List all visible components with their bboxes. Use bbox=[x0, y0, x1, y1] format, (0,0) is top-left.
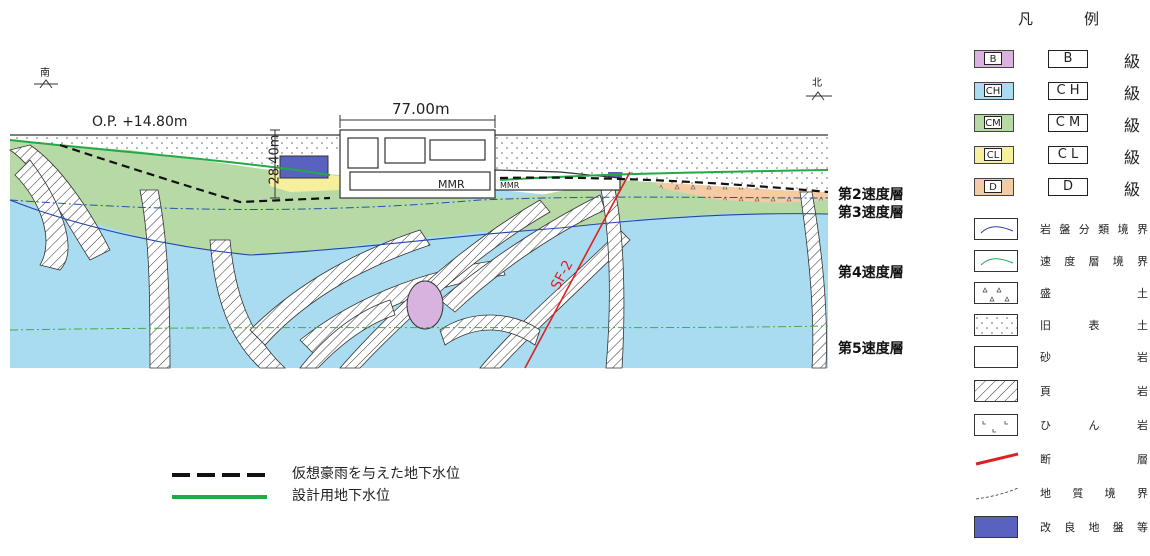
grade-swatch-letter: CH bbox=[984, 84, 1002, 97]
grade-swatch: B bbox=[974, 50, 1014, 68]
legend-title-left: 凡 bbox=[1018, 10, 1034, 28]
legend-grade-cm: CM C M 級 bbox=[974, 112, 1144, 135]
grade-swatch-letter: CM bbox=[984, 116, 1002, 129]
legend-improved-ground: 改良地盤等 bbox=[974, 516, 1150, 540]
cross-section-drawing bbox=[9, 79, 832, 369]
width-dimension-label: 77.00m bbox=[392, 100, 450, 118]
legend-symbol-label: 地質境界 bbox=[1040, 487, 1148, 500]
improved-ground-small bbox=[608, 172, 622, 180]
velocity-layer-5-label: 第5速度層 bbox=[838, 341, 904, 357]
grade-swatch-letter: B bbox=[984, 52, 1002, 65]
fill-swatch bbox=[974, 282, 1018, 304]
legend-symbol-label: 岩盤分類境界 bbox=[1040, 223, 1148, 236]
legend-symbol-label: 砂岩 bbox=[1040, 351, 1148, 364]
legend-grade-d: D D 級 bbox=[974, 176, 1144, 199]
legend-velocity-layer-boundary: 速度層境界 bbox=[974, 250, 1150, 274]
velocity-boundary-swatch bbox=[974, 250, 1018, 272]
grade-suffix: 級 bbox=[1124, 180, 1141, 199]
rock-class-boundary-swatch bbox=[974, 218, 1018, 240]
legend-symbol-label: 頁岩 bbox=[1040, 385, 1148, 398]
grade-swatch-letter: D bbox=[984, 180, 1002, 193]
legend-symbol-label: 改良地盤等 bbox=[1040, 521, 1148, 534]
legend-grade-ch: CH C H 級 bbox=[974, 80, 1144, 103]
elevation-label: O.P. +14.80m bbox=[92, 114, 188, 130]
legend-geologic-boundary: 地質境界 bbox=[974, 482, 1150, 506]
improved-ground-block bbox=[279, 155, 329, 179]
legend-symbol-label: 速度層境界 bbox=[1040, 255, 1148, 268]
grade-swatch: CM bbox=[974, 114, 1014, 132]
legend-fault: 断層 bbox=[974, 448, 1150, 472]
grade-box: D bbox=[1048, 178, 1088, 196]
legend-shale: 頁岩 bbox=[974, 380, 1150, 404]
old-surface-soil-swatch bbox=[974, 314, 1018, 336]
building-structure bbox=[339, 129, 621, 199]
sandstone-swatch bbox=[974, 346, 1018, 368]
grade-swatch: D bbox=[974, 178, 1014, 196]
legend-rock-class-boundary: 岩盤分類境界 bbox=[974, 218, 1150, 242]
groundwater-legend-virtual-rain: 仮想豪雨を与えた地下水位 bbox=[172, 466, 460, 482]
virtual-rain-groundwater-line bbox=[59, 143, 829, 204]
dashed-line-swatch bbox=[172, 473, 267, 477]
shale-swatch bbox=[974, 380, 1018, 402]
grade-suffix: 級 bbox=[1124, 84, 1141, 103]
grade-swatch-letter: CL bbox=[984, 148, 1002, 161]
legend-grade-cl: CL C L 級 bbox=[974, 144, 1144, 167]
velocity-layer-3-label: 第3速度層 bbox=[838, 205, 904, 221]
legend-sandstone: 砂岩 bbox=[974, 346, 1150, 370]
south-direction-marker bbox=[34, 79, 58, 89]
grade-suffix: 級 bbox=[1124, 52, 1141, 71]
legend-symbol-label: 盛土 bbox=[1040, 287, 1148, 300]
velocity-boundaries bbox=[9, 196, 829, 331]
grade-suffix: 級 bbox=[1124, 148, 1141, 167]
legend-symbol-label: 旧表土 bbox=[1040, 319, 1148, 332]
groundwater-legend-label: 設計用地下水位 bbox=[292, 488, 390, 504]
velocity-layer-4-label: 第4速度層 bbox=[838, 265, 904, 281]
grade-suffix: 級 bbox=[1124, 116, 1141, 135]
depth-dimension-label: 28.40m bbox=[267, 134, 283, 185]
grade-box: C M bbox=[1048, 114, 1088, 132]
grade-swatch: CH bbox=[974, 82, 1014, 100]
fault-swatch bbox=[974, 448, 1019, 470]
geologic-boundary-swatch bbox=[974, 482, 1019, 504]
north-direction-marker bbox=[806, 91, 832, 101]
old-surface-soil bbox=[10, 135, 828, 192]
north-label: 北 bbox=[812, 78, 822, 89]
legend-grade-b: B B 級 bbox=[974, 48, 1144, 71]
improved-ground-swatch bbox=[974, 516, 1018, 538]
groundwater-legend-label: 仮想豪雨を与えた地下水位 bbox=[292, 466, 460, 482]
legend-panel: 凡 例 B B 級 CH C H 級 CM C M 級 CL C L 級 D D… bbox=[960, 0, 1150, 552]
geologic-cross-section: 南 北 O.P. +14.80m 77.00m 28.40m MMR MMR S… bbox=[9, 68, 904, 504]
legend-title-right: 例 bbox=[1084, 10, 1100, 28]
legend-hornfels: ひん岩 bbox=[974, 414, 1150, 438]
mmr-label-small: MMR bbox=[500, 181, 520, 190]
grade-box: C H bbox=[1048, 82, 1088, 100]
fault-line bbox=[524, 171, 631, 369]
solid-line-swatch bbox=[172, 495, 267, 499]
legend-symbol-label: 断層 bbox=[1040, 453, 1148, 466]
shale-bands bbox=[9, 144, 827, 369]
hornfels-inclusion bbox=[406, 280, 444, 330]
legend-fill: 盛土 bbox=[974, 282, 1150, 306]
hornfels-swatch bbox=[974, 414, 1018, 436]
legend-old-surface-soil: 旧表土 bbox=[974, 314, 1150, 338]
velocity-layer-2-label: 第2速度層 bbox=[838, 187, 904, 203]
groundwater-legend-design: 設計用地下水位 bbox=[172, 488, 390, 504]
grade-box: B bbox=[1048, 50, 1088, 68]
grade-swatch: CL bbox=[974, 146, 1014, 164]
legend-symbol-label: ひん岩 bbox=[1040, 419, 1148, 432]
rock-class-boundary bbox=[9, 199, 829, 256]
mmr-label-main: MMR bbox=[438, 178, 465, 191]
dimension-lines bbox=[270, 115, 496, 199]
south-label: 南 bbox=[40, 68, 50, 79]
grade-box: C L bbox=[1048, 146, 1088, 164]
